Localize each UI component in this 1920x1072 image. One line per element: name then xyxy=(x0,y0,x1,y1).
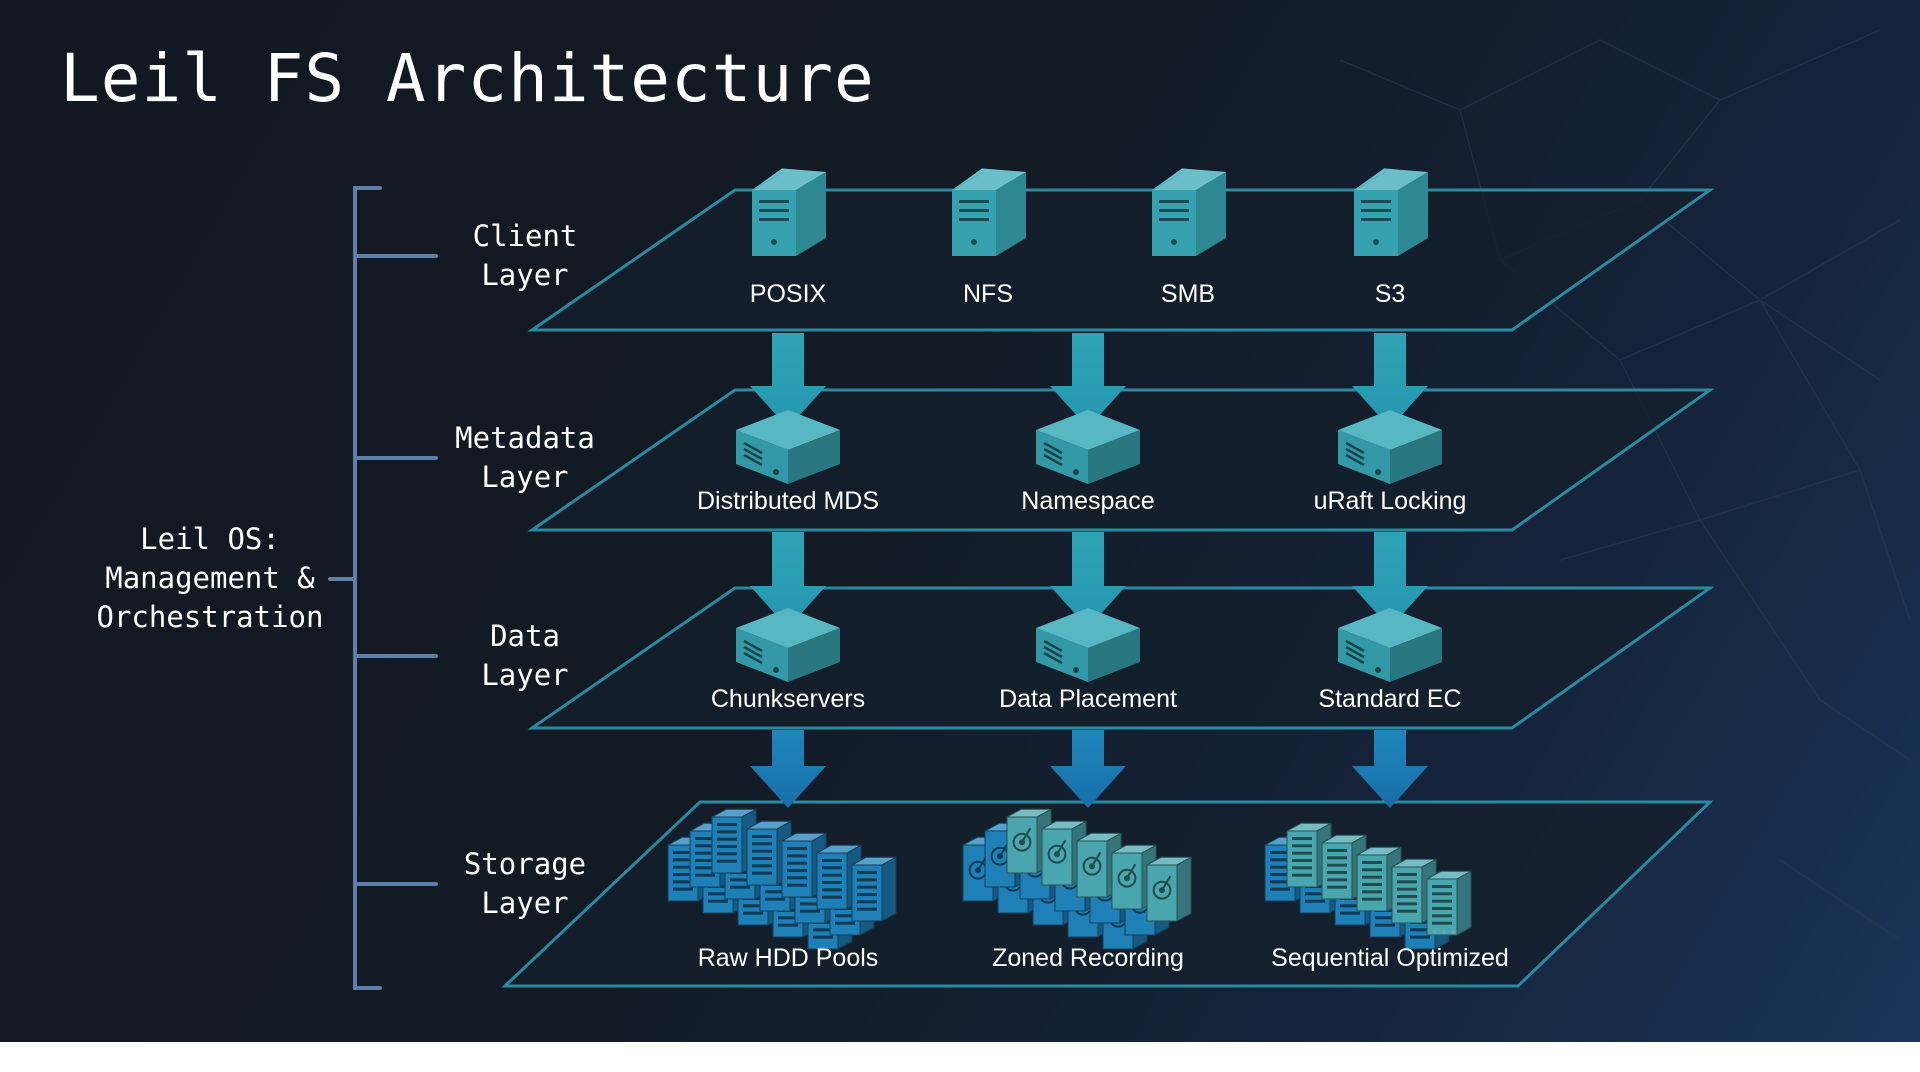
server-tower-icon-0 xyxy=(752,168,826,256)
component-label: uRaft Locking xyxy=(1313,487,1467,515)
drive-rack-array-icon xyxy=(1264,822,1472,950)
background-network-lines xyxy=(1339,29,1911,941)
flow-arrows xyxy=(750,333,1428,808)
server-unit-icon-1 xyxy=(1036,410,1140,484)
layer-label-line1: Client xyxy=(472,219,578,253)
flow-arrow-2-0 xyxy=(750,730,826,808)
flow-arrow-0-2 xyxy=(1352,333,1428,428)
layer-label-line1: Metadata xyxy=(455,421,595,455)
server-tower-icon-3 xyxy=(1354,168,1428,256)
component-label: SMB xyxy=(1160,280,1216,308)
bracket-spine xyxy=(353,186,382,990)
layer-label-line1: Storage xyxy=(463,847,587,881)
layer-plane-0 xyxy=(527,188,1715,332)
layer-label-line2: Layer xyxy=(481,658,569,692)
component-label: S3 xyxy=(1374,280,1406,308)
page-title: Leil FS Architecture xyxy=(60,40,875,117)
component-icons xyxy=(667,168,1472,950)
component-label: Chunkservers xyxy=(710,685,866,713)
component-label: NFS xyxy=(963,280,1013,308)
layer-label-line1: Data xyxy=(490,619,560,653)
management-bracket xyxy=(328,186,438,990)
management-label-line1: Leil OS: xyxy=(140,522,280,556)
layer-label-line2: Layer xyxy=(481,258,569,292)
slide: Leil FS Architecture Leil OS: Management… xyxy=(0,0,1920,1042)
architecture-diagram xyxy=(328,29,1911,990)
server-unit-icon-0 xyxy=(736,410,840,484)
component-label: Sequential Optimized xyxy=(1271,944,1509,972)
server-unit-icon-0 xyxy=(736,608,840,682)
disk-rack-array-icon xyxy=(962,808,1192,950)
server-unit-icon-2 xyxy=(1338,608,1442,682)
flow-arrow-0-0 xyxy=(750,333,826,428)
flow-arrow-2-2 xyxy=(1352,730,1428,808)
flow-arrow-2-1 xyxy=(1050,730,1126,808)
flow-arrow-1-2 xyxy=(1352,532,1428,628)
server-tower-icon-2 xyxy=(1152,168,1226,256)
management-label-line2: Management & xyxy=(105,561,315,595)
server-tower-icon-1 xyxy=(952,168,1026,256)
component-label: Distributed MDS xyxy=(697,487,879,515)
flow-arrow-0-1 xyxy=(1050,333,1126,428)
layer-label-line2: Layer xyxy=(481,460,569,494)
component-label: Zoned Recording xyxy=(992,944,1184,972)
management-label-line3: Orchestration xyxy=(96,600,324,634)
component-label: Raw HDD Pools xyxy=(697,944,879,972)
layer-label-line2: Layer xyxy=(481,886,569,920)
management-label: Leil OS: Management & Orchestration xyxy=(70,520,350,637)
server-unit-icon-2 xyxy=(1338,410,1442,484)
component-label: Standard EC xyxy=(1318,685,1462,713)
component-label: Namespace xyxy=(1021,487,1155,515)
flow-arrow-1-0 xyxy=(750,532,826,628)
component-label: POSIX xyxy=(749,280,827,308)
flow-arrow-1-1 xyxy=(1050,532,1126,628)
hdd-rack-array-icon xyxy=(667,808,897,950)
component-label: Data Placement xyxy=(999,685,1177,713)
server-unit-icon-1 xyxy=(1036,608,1140,682)
